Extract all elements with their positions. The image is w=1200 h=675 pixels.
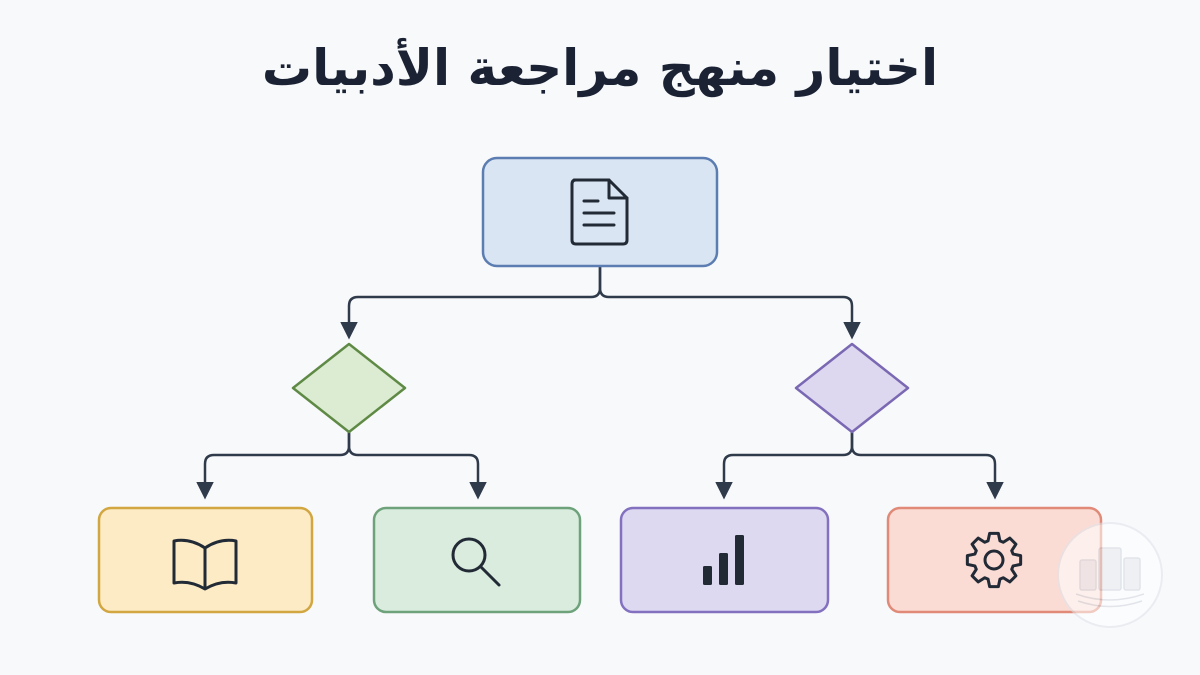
connector-right-to-chart bbox=[715, 432, 854, 500]
watermark-logo-icon bbox=[1057, 522, 1163, 628]
connector-root-to-left bbox=[340, 266, 602, 340]
decision-right-diamond bbox=[794, 342, 910, 434]
connector-right-to-gear bbox=[850, 432, 1004, 500]
search-icon bbox=[451, 537, 501, 587]
connector-left-to-search bbox=[347, 432, 487, 500]
document-icon bbox=[570, 178, 629, 246]
gear-icon bbox=[965, 531, 1023, 589]
page-title: اختيار منهج مراجعة الأدبيات bbox=[261, 39, 939, 97]
connector-root-to-right bbox=[598, 266, 861, 340]
bar-chart-icon bbox=[703, 535, 744, 585]
book-icon bbox=[172, 538, 238, 591]
leaf-node-book bbox=[97, 506, 314, 614]
connector-left-to-book bbox=[196, 432, 351, 500]
connectors bbox=[196, 266, 1004, 500]
leaf-node-chart bbox=[619, 506, 830, 614]
root-node bbox=[481, 156, 719, 268]
decision-left-diamond bbox=[291, 342, 407, 434]
leaf-node-search bbox=[372, 506, 582, 614]
